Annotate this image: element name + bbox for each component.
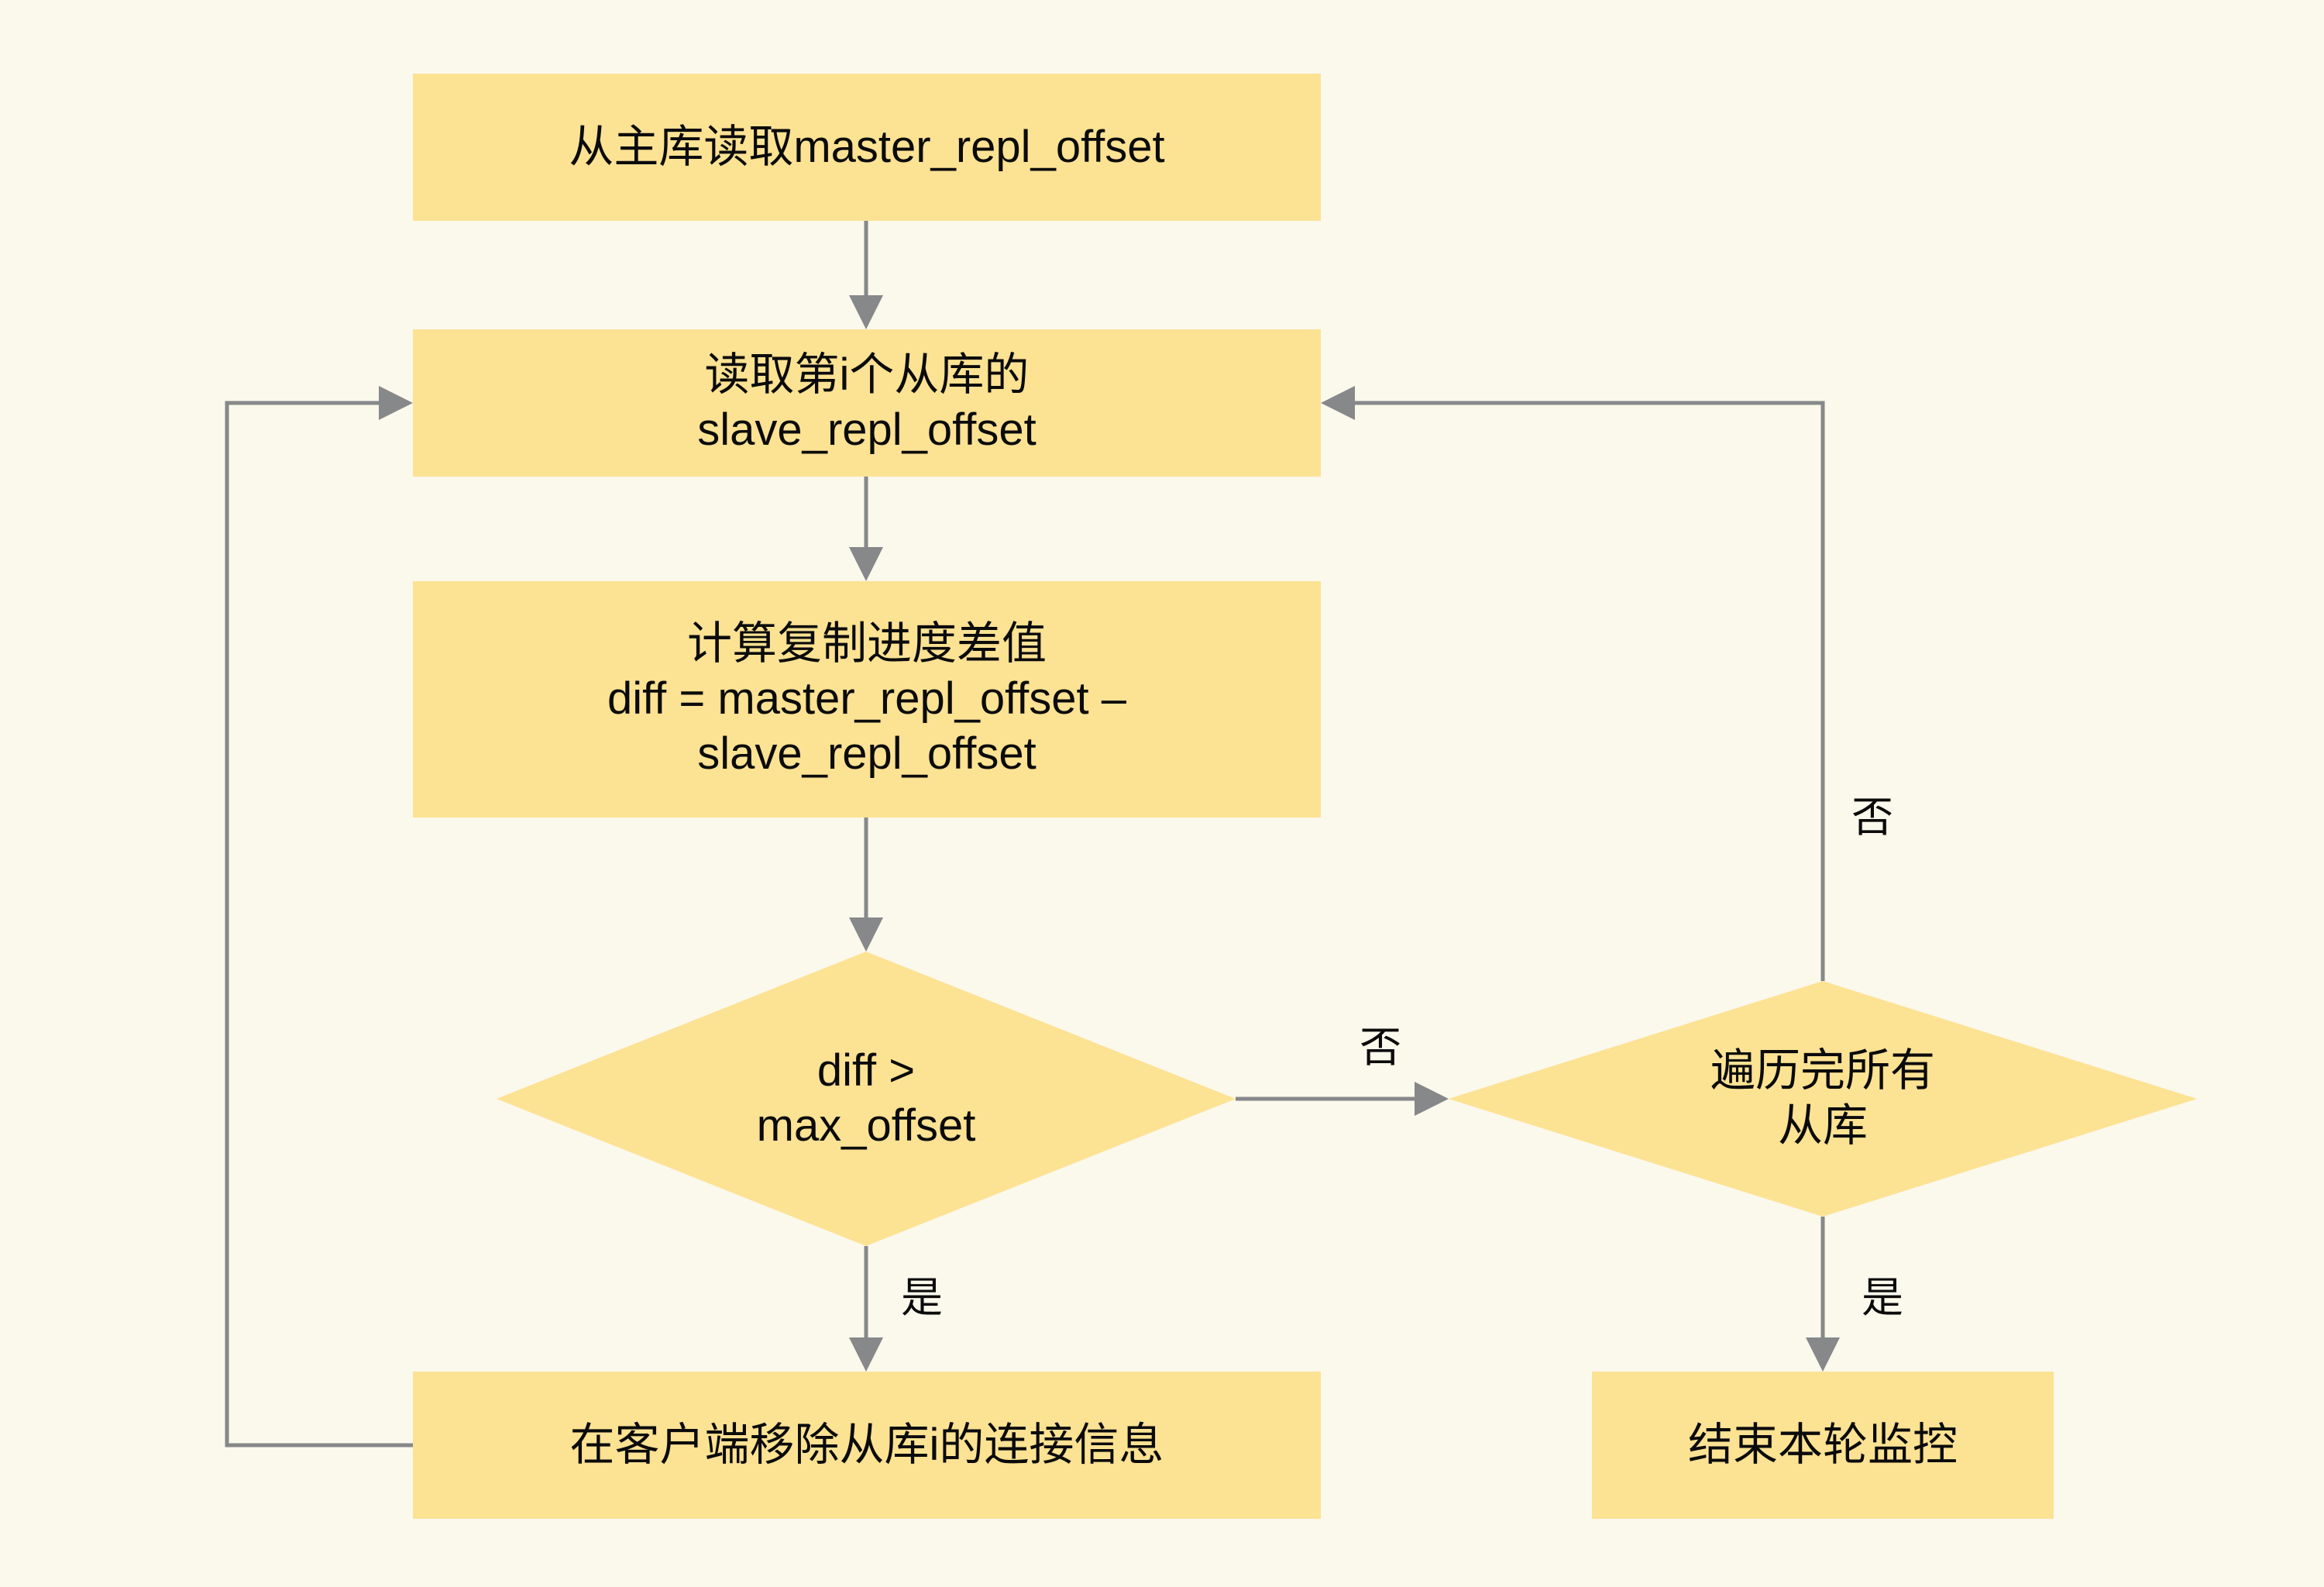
edge-label-traverse-no: 否 (1851, 794, 1893, 841)
node-compute-diff-shape[interactable] (413, 581, 1321, 818)
edge-traverse-no-loopback (1321, 386, 1825, 981)
edge-read-master-to-read-slave (849, 221, 883, 329)
edge-traverse-yes-to-end (1806, 1217, 1840, 1372)
node-all-slaves-done-shape[interactable] (1449, 981, 2197, 1217)
edge-label-decision-yes: 是 (901, 1275, 943, 1321)
edge-compute-diff-to-decision (849, 818, 883, 952)
edge-label-traverse-yes: 是 (1862, 1275, 1903, 1321)
node-read-master-offset-shape[interactable] (413, 74, 1321, 221)
edge-label-decision-no: 否 (1360, 1024, 1401, 1071)
node-diff-gt-max-shape[interactable] (497, 952, 1236, 1246)
edge-remove-conn-loopback (225, 386, 413, 1448)
node-read-slave-offset-shape[interactable] (413, 329, 1321, 477)
edge-read-slave-to-compute-diff (849, 477, 883, 581)
node-remove-slave-conn-shape[interactable] (413, 1372, 1321, 1519)
edge-decision-no-to-traverse-check (1236, 1082, 1449, 1116)
node-end-round-shape[interactable] (1592, 1372, 2054, 1519)
edge-decision-yes-to-remove-conn (849, 1246, 883, 1372)
